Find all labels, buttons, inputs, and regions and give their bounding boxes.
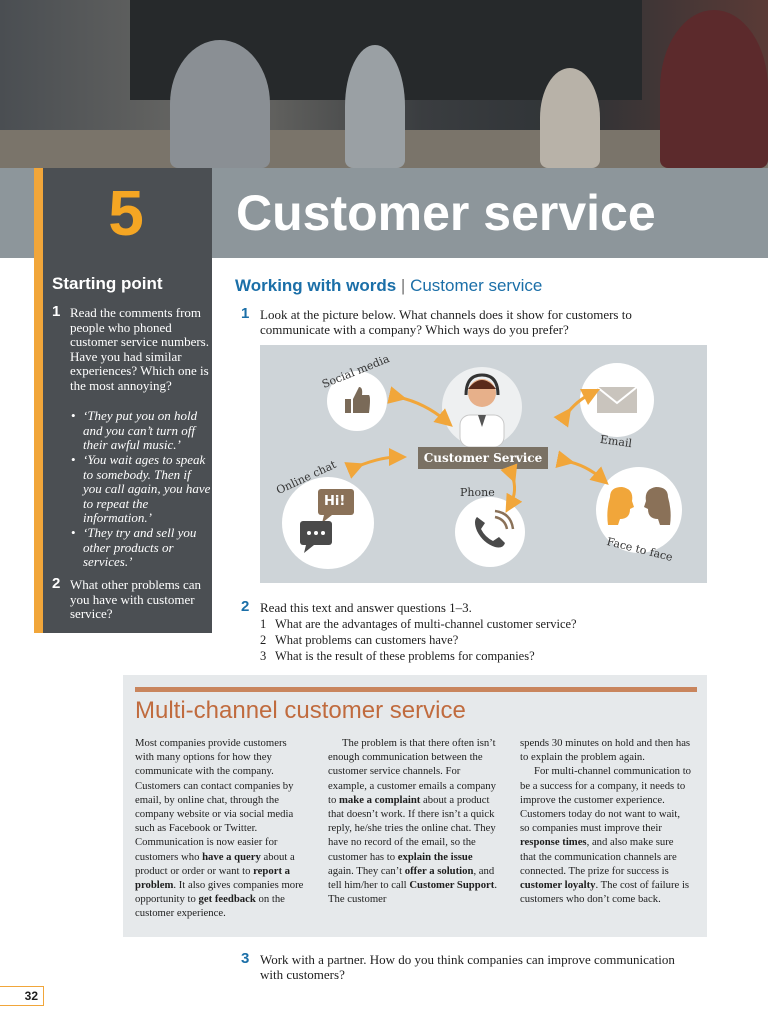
text-run: , and tell him/her to call: [328, 864, 495, 892]
section-heading: Working with words | Customer service: [235, 276, 542, 296]
article-paragraph: For multi-channel communication to be a …: [520, 764, 692, 906]
question-text: Read this text and answer questions 1–3.: [260, 600, 472, 615]
question-text: What other problems can you have with cu…: [70, 577, 202, 622]
envelope-icon: [596, 386, 638, 413]
online-chat-circle: Hi!: [282, 477, 374, 569]
question-number: 1: [52, 303, 61, 320]
man-figure: [660, 10, 768, 168]
text-run: , and also make sure that the communicat…: [520, 836, 677, 877]
question-text: Work with a partner. How do you think co…: [260, 952, 675, 982]
bullet-dot: •: [71, 525, 76, 540]
question-number: 1: [241, 305, 250, 322]
barista-figure: [170, 40, 270, 168]
channels-diagram: Customer Service Social media Email Hi! …: [260, 345, 707, 583]
key-phrase: customer loyalty: [520, 879, 596, 892]
article-paragraph: The problem is that there often isn’t en…: [328, 736, 500, 906]
article-column-3: spends 30 minutes on hold and then has t…: [520, 736, 692, 906]
sub-question-text: What are the advantages of multi-channel…: [275, 617, 577, 631]
key-phrase: response times: [520, 836, 587, 849]
article-box: Multi-channel customer service Most comp…: [123, 675, 707, 937]
staff-figure: [345, 45, 405, 168]
text-run: . The customer: [328, 879, 498, 906]
social-media-circle: [327, 371, 387, 431]
key-phrase: make a complaint: [339, 793, 421, 806]
sidebar-title: Starting point: [52, 274, 163, 293]
sub-question-text: What is the result of these problems for…: [275, 649, 535, 663]
chapter-title: Customer service: [236, 185, 656, 241]
thumbs-up-icon: [345, 387, 370, 413]
key-phrase: explain the issue: [397, 850, 473, 863]
starting-point-sidebar: Starting point 1 Read the comments from …: [34, 258, 212, 633]
sub-question-number: 3: [260, 649, 267, 663]
faces-icon: [607, 487, 671, 525]
phone-label: Phone: [460, 486, 495, 499]
comment-text: ‘They try and sell you other products or…: [83, 525, 197, 570]
sub-question-number: 1: [260, 617, 267, 631]
article-paragraph: Most companies provide customers with ma…: [135, 736, 307, 921]
chat-bubbles-icon: [300, 489, 354, 553]
sub-question-number: 2: [260, 633, 267, 647]
face-to-face-circle: [596, 467, 682, 553]
article-paragraph: spends 30 minutes on hold and then has t…: [520, 737, 691, 764]
key-phrase: offer a solution: [404, 864, 474, 877]
text-run: Most companies provide customers with ma…: [135, 737, 294, 863]
bullet-dot: •: [71, 408, 76, 423]
text-run: on the customer experience.: [135, 893, 285, 920]
comment-text: ‘They put you on hold and you can’t turn…: [83, 408, 198, 453]
section-heading-rest: Customer service: [410, 276, 543, 295]
section-heading-bold: Working with words: [235, 276, 397, 295]
key-phrase: Customer Support: [409, 879, 495, 892]
article-column-1: Most companies provide customers with ma…: [135, 736, 307, 921]
chapter-number-box: [34, 168, 212, 258]
text-run: about a product or order or want to: [135, 850, 295, 877]
text-run: . It also gives companies more opportuni…: [135, 879, 304, 906]
text-run: . The cost of failure is customers who d…: [520, 879, 690, 906]
chapter-number: 5: [108, 177, 144, 249]
text-run: For multi-channel communication to be a …: [520, 765, 692, 835]
article-column-2: The problem is that there often isn’t en…: [328, 736, 500, 906]
header-photo: [0, 0, 768, 168]
customer-figure: [540, 68, 600, 168]
sub-question-text: What problems can customers have?: [275, 633, 459, 647]
connector-arrows: [344, 386, 609, 513]
phone-icon: [475, 509, 515, 548]
bullet-dot: •: [71, 452, 76, 467]
key-phrase: get feedback: [198, 893, 256, 906]
article-title: Multi-channel customer service: [135, 697, 466, 724]
text-run: about a product that doesn’t work. If th…: [328, 793, 496, 863]
chat-hi-text: Hi!: [324, 494, 346, 509]
key-phrase: report a problem: [135, 864, 291, 892]
article-rule: [135, 687, 697, 692]
question-number: 2: [52, 575, 61, 592]
comment-text: ‘You wait ages to speak to somebody. The…: [83, 452, 211, 526]
question-number: 2: [241, 598, 250, 615]
agent-icon: [442, 367, 522, 448]
section-heading-separator: |: [396, 276, 411, 295]
text-run: again. They can’t: [328, 864, 405, 877]
text-run: The problem is that there often isn’t en…: [328, 737, 496, 806]
page-number: 32: [0, 986, 44, 1006]
question-text: Look at the picture below. What channels…: [260, 307, 632, 337]
question-text: Read the comments from people who phoned…: [70, 305, 209, 393]
question-number: 3: [241, 950, 250, 967]
key-phrase: have a query: [202, 850, 261, 863]
